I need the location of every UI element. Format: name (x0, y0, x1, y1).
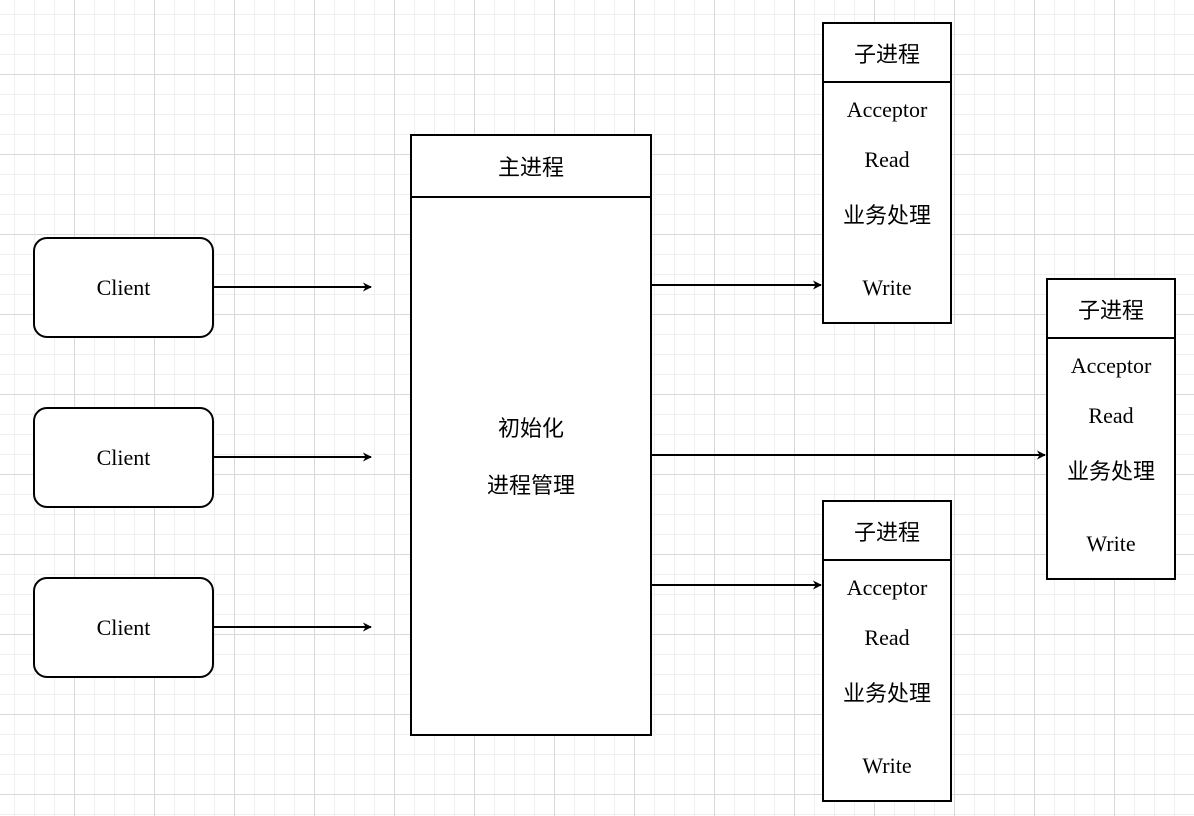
child-process-title: 子进程 (824, 24, 950, 83)
child-process-title: 子进程 (1048, 280, 1174, 339)
child-process-box-3: 子进程 Acceptor Read 业务处理 Write (822, 500, 952, 802)
child-item-acceptor: Acceptor (846, 575, 928, 600)
child-item-write: Write (862, 275, 912, 300)
child-process-title: 子进程 (824, 502, 950, 561)
main-process-title: 主进程 (412, 136, 650, 198)
child-item-write: Write (862, 753, 912, 778)
child-item-business: 业务处理 (1066, 459, 1155, 484)
main-process-line-manage: 进程管理 (486, 473, 575, 498)
client-node-2: Client (33, 407, 214, 508)
child-process-box-1: 子进程 Acceptor Read 业务处理 Write (822, 22, 952, 324)
client-node-1: Client (33, 237, 214, 338)
child-item-read: Read (864, 147, 910, 172)
child-item-business: 业务处理 (842, 681, 931, 706)
main-process-box: 主进程 初始化 进程管理 (410, 134, 652, 736)
client-node-3: Client (33, 577, 214, 678)
child-item-acceptor: Acceptor (846, 97, 928, 122)
child-item-acceptor: Acceptor (1070, 353, 1152, 378)
child-item-read: Read (864, 625, 910, 650)
child-item-business: 业务处理 (842, 203, 931, 228)
main-process-line-init: 初始化 (497, 416, 564, 441)
child-process-box-2: 子进程 Acceptor Read 业务处理 Write (1046, 278, 1176, 580)
child-item-write: Write (1086, 531, 1136, 556)
child-item-read: Read (1088, 403, 1134, 428)
